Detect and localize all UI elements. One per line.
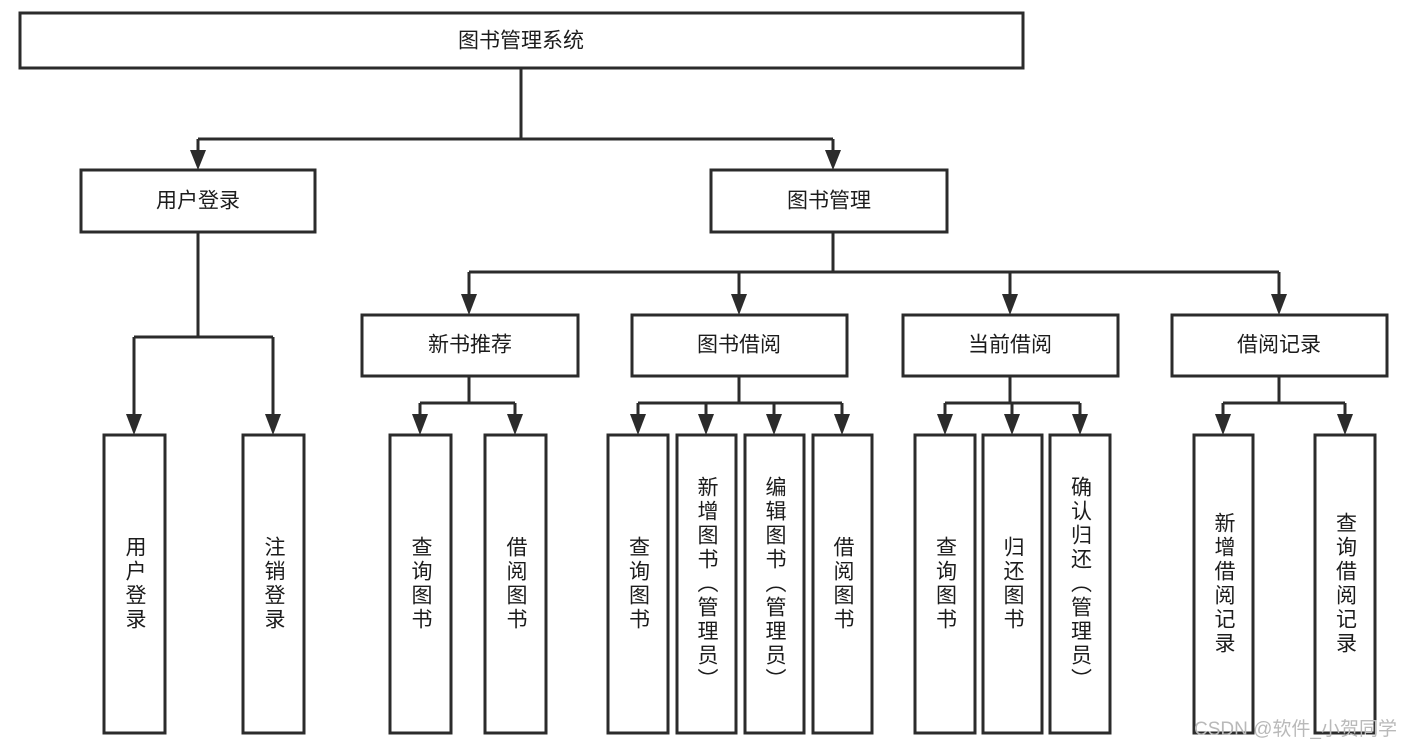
arrow-current-leaf-1 xyxy=(937,414,953,435)
leaf-label-wrap-query-book-rec: 查询图书 xyxy=(390,435,451,733)
node-new-book-recommend[interactable]: 新书推荐 xyxy=(360,313,580,378)
arrow-new-books-leaf-1 xyxy=(412,414,428,435)
leaf-label-logout: 注销登录 xyxy=(262,536,285,632)
leaf-label-query-book-borrow: 查询图书 xyxy=(626,536,650,632)
arrow-borrow-leaf-1 xyxy=(630,414,646,435)
arrow-new-books-leaf-2 xyxy=(507,414,523,435)
leaf-box-borrow-book-rec[interactable] xyxy=(483,433,548,735)
arrow-root-to-user-login xyxy=(190,150,206,170)
leaf-box-return-book[interactable] xyxy=(981,433,1044,735)
node-new-book-recommend-label: 新书推荐 xyxy=(428,334,512,357)
node-root[interactable]: 图书管理系统 xyxy=(18,11,1025,70)
leaf-label-wrap-add-book-admin: 新增图书（管理员） xyxy=(677,435,736,733)
leaf-box-query-book-rec[interactable] xyxy=(388,433,453,735)
leaf-label-add-borrow-record: 新增借阅记录 xyxy=(1212,512,1235,656)
leaf-boxes xyxy=(102,433,1377,735)
node-book-borrow-label: 图书借阅 xyxy=(697,334,781,357)
arrow-borrow-leaf-2 xyxy=(698,414,714,435)
leaf-label-query-book-rec: 查询图书 xyxy=(409,536,432,632)
connector-group-new-books-to-leaves xyxy=(412,376,523,435)
leaf-label-borrow-book: 借阅图书 xyxy=(831,536,854,632)
arrow-current-leaf-3 xyxy=(1072,414,1088,435)
leaf-label-confirm-return-admin: 确认归还（管理员） xyxy=(1068,476,1092,692)
arrow-book-mgmt-borrow xyxy=(731,294,747,315)
leaf-box-user-login[interactable] xyxy=(102,433,167,735)
leaf-box-query-borrow-record[interactable] xyxy=(1313,433,1377,735)
leaf-label-borrow-book-rec: 借阅图书 xyxy=(504,536,527,632)
connector-group-root-to-level2 xyxy=(190,68,841,170)
arrow-borrow-leaf-4 xyxy=(834,414,850,435)
leaf-label-edit-book-admin: 编辑图书（管理员） xyxy=(763,476,786,692)
leaf-label-wrap-logout: 注销登录 xyxy=(243,435,304,733)
leaf-label-wrap-borrow-book: 借阅图书 xyxy=(813,435,872,733)
leaf-label-wrap-edit-book-admin: 编辑图书（管理员） xyxy=(745,435,804,733)
arrow-records-leaf-2 xyxy=(1337,414,1353,435)
node-book-management[interactable]: 图书管理 xyxy=(709,168,949,234)
arrow-book-mgmt-current xyxy=(1002,294,1018,315)
leaf-box-add-borrow-record[interactable] xyxy=(1192,433,1255,735)
node-borrow-records-label: 借阅记录 xyxy=(1237,334,1321,357)
node-borrow-records[interactable]: 借阅记录 xyxy=(1170,313,1389,378)
arrow-user-login-leaf-2 xyxy=(265,414,281,435)
connector-group-borrow-to-leaves xyxy=(630,376,850,435)
connector-group-book-mgmt-to-level3 xyxy=(461,232,1287,315)
leaf-label-return-book: 归还图书 xyxy=(1001,536,1024,632)
connector-group-current-to-leaves xyxy=(937,376,1088,435)
leaf-label-wrap-confirm-return-admin: 确认归还（管理员） xyxy=(1050,435,1110,733)
csdn-watermark: CSDN @软件_小贺同学 xyxy=(1194,719,1397,740)
node-book-borrow[interactable]: 图书借阅 xyxy=(630,313,849,378)
leaf-box-confirm-return-admin[interactable] xyxy=(1048,433,1112,735)
node-borrow-records-box[interactable] xyxy=(1170,313,1389,378)
connector-group-user-login-to-leaves xyxy=(126,232,281,435)
node-book-borrow-box[interactable] xyxy=(630,313,849,378)
leaf-label-wrap-query-book-borrow: 查询图书 xyxy=(608,435,668,733)
leaf-label-add-book-admin: 新增图书（管理员） xyxy=(695,476,718,692)
leaf-box-borrow-book[interactable] xyxy=(811,433,874,735)
leaf-label-wrap-user-login: 用户登录 xyxy=(104,435,165,733)
arrow-book-mgmt-new-books xyxy=(461,294,477,315)
arrow-root-to-book-mgmt xyxy=(825,150,841,170)
node-user-login[interactable]: 用户登录 xyxy=(79,168,317,234)
arrow-records-leaf-1 xyxy=(1215,414,1231,435)
node-root-box[interactable] xyxy=(18,11,1025,70)
leaf-label-user-login: 用户登录 xyxy=(123,536,146,632)
leaf-label-query-book-current: 查询图书 xyxy=(933,536,957,632)
node-current-borrow-label: 当前借阅 xyxy=(968,334,1052,357)
arrow-current-leaf-2 xyxy=(1004,414,1020,435)
arrow-book-mgmt-records xyxy=(1271,294,1287,315)
node-user-login-label: 用户登录 xyxy=(156,190,240,213)
arrow-user-login-leaf-1 xyxy=(126,414,142,435)
leaf-box-query-book-current[interactable] xyxy=(913,433,977,735)
node-new-book-recommend-box[interactable] xyxy=(360,313,580,378)
leaf-label-wrap-borrow-book-rec: 借阅图书 xyxy=(485,435,546,733)
leaf-box-logout[interactable] xyxy=(241,433,306,735)
leaf-label-query-borrow-record: 查询借阅记录 xyxy=(1333,512,1357,656)
leaf-label-wrap-add-borrow-record: 新增借阅记录 xyxy=(1194,435,1253,733)
node-current-borrow-box[interactable] xyxy=(901,313,1120,378)
node-root-label: 图书管理系统 xyxy=(458,30,584,53)
connector-group-records-to-leaves xyxy=(1215,376,1353,435)
node-current-borrow[interactable]: 当前借阅 xyxy=(901,313,1120,378)
leaf-label-wrap-query-borrow-record: 查询借阅记录 xyxy=(1315,435,1375,733)
leaf-label-wrap-query-book-current: 查询图书 xyxy=(915,435,975,733)
leaf-box-query-book-borrow[interactable] xyxy=(606,433,670,735)
node-book-management-label: 图书管理 xyxy=(787,190,871,213)
leaf-box-add-book-admin[interactable] xyxy=(675,433,738,735)
leaf-label-wrap-return-book: 归还图书 xyxy=(983,435,1042,733)
node-user-login-box[interactable] xyxy=(79,168,317,234)
leaf-box-edit-book-admin[interactable] xyxy=(743,433,806,735)
node-book-management-box[interactable] xyxy=(709,168,949,234)
arrow-borrow-leaf-3 xyxy=(766,414,782,435)
